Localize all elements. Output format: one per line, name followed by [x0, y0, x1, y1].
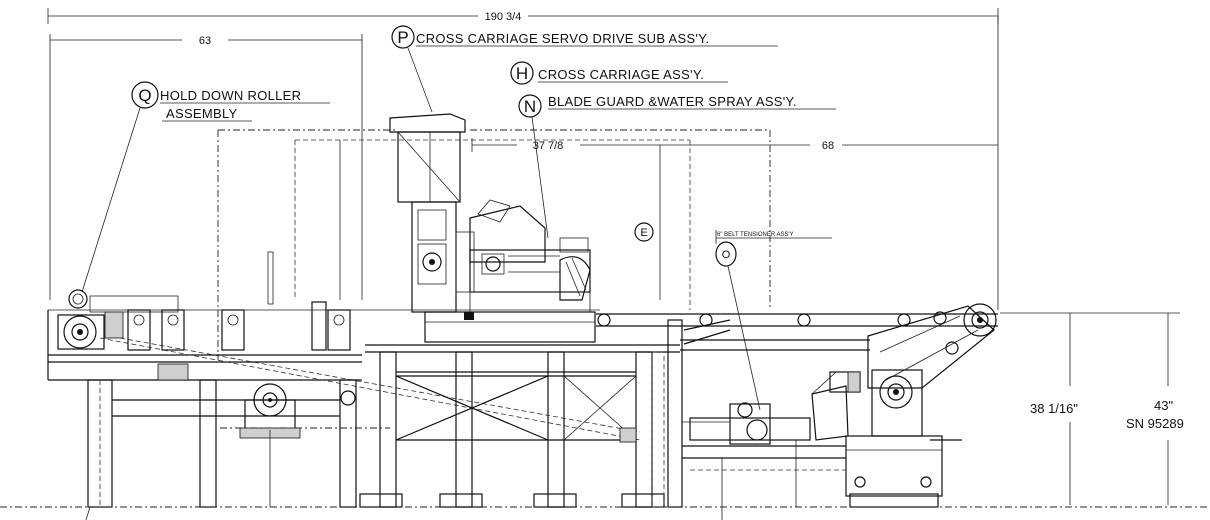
cross-carriage-assembly [469, 199, 591, 313]
pressure-roller-stands [127, 301, 351, 381]
callout-o-letter: O [722, 249, 731, 261]
overall-height-label: 43" [1154, 398, 1173, 413]
blade-travel-label: 37 7/8 [533, 140, 564, 152]
callout-p-label: CROSS CARRIAGE SERVO DRIVE SUB ASS'Y. [416, 31, 709, 46]
belt-drive-assembly [811, 305, 995, 508]
infeed-table [47, 309, 641, 441]
cross-carriage-servo-drive [389, 113, 475, 313]
conveyor-height-label: 38 1/16" [1030, 401, 1078, 416]
callout-e: E [634, 222, 654, 242]
center-posts [619, 319, 731, 508]
outfeed-conveyor [596, 303, 998, 351]
overall-length-dimension: 190 3/4 [47, 8, 999, 310]
height-dimensions: 38 1/16" 43" SN 95289 [1000, 312, 1184, 505]
guard-enclosure [217, 129, 771, 360]
callout-h: H CROSS CARRIAGE ASS'Y. [510, 61, 728, 85]
callout-o-label: 6" BELT TENSIONER ASS'Y [717, 232, 794, 238]
right-section-label: 68 [822, 140, 834, 152]
serial-number: SN 95289 [1126, 416, 1184, 431]
infeed-drive-motor [239, 383, 356, 507]
callout-q-label-line1: HOLD DOWN ROLLER [160, 88, 301, 103]
callout-p-letter: P [397, 28, 408, 47]
callout-q: Q HOLD DOWN ROLLER ASSEMBLY [81, 81, 330, 293]
saw-table-frame [359, 351, 665, 508]
callout-h-label: CROSS CARRIAGE ASS'Y. [538, 67, 704, 82]
callout-e-letter: E [640, 227, 647, 239]
callout-h-letter: H [516, 64, 528, 83]
callout-n: N BLADE GUARD &WATER SPRAY ASS'Y. [518, 94, 836, 239]
callout-q-label-line2: ASSEMBLY [166, 106, 238, 121]
callout-n-letter: N [524, 97, 536, 116]
hold-down-roller [57, 289, 179, 350]
callout-p: P CROSS CARRIAGE SERVO DRIVE SUB ASS'Y. [391, 25, 778, 113]
infeed-legs [87, 379, 390, 508]
overall-length-label: 190 3/4 [485, 11, 522, 23]
left-section-label: 63 [199, 35, 211, 47]
belt-tensioner [682, 402, 846, 507]
callout-n-label: BLADE GUARD &WATER SPRAY ASS'Y. [548, 94, 797, 109]
right-section-dimension: 68 [660, 140, 998, 152]
callout-q-letter: Q [138, 86, 151, 105]
carriage-base [365, 311, 680, 353]
callout-o: 6" BELT TENSIONER ASS'Y O [715, 230, 832, 411]
left-section-dimension: 63 [49, 34, 363, 300]
